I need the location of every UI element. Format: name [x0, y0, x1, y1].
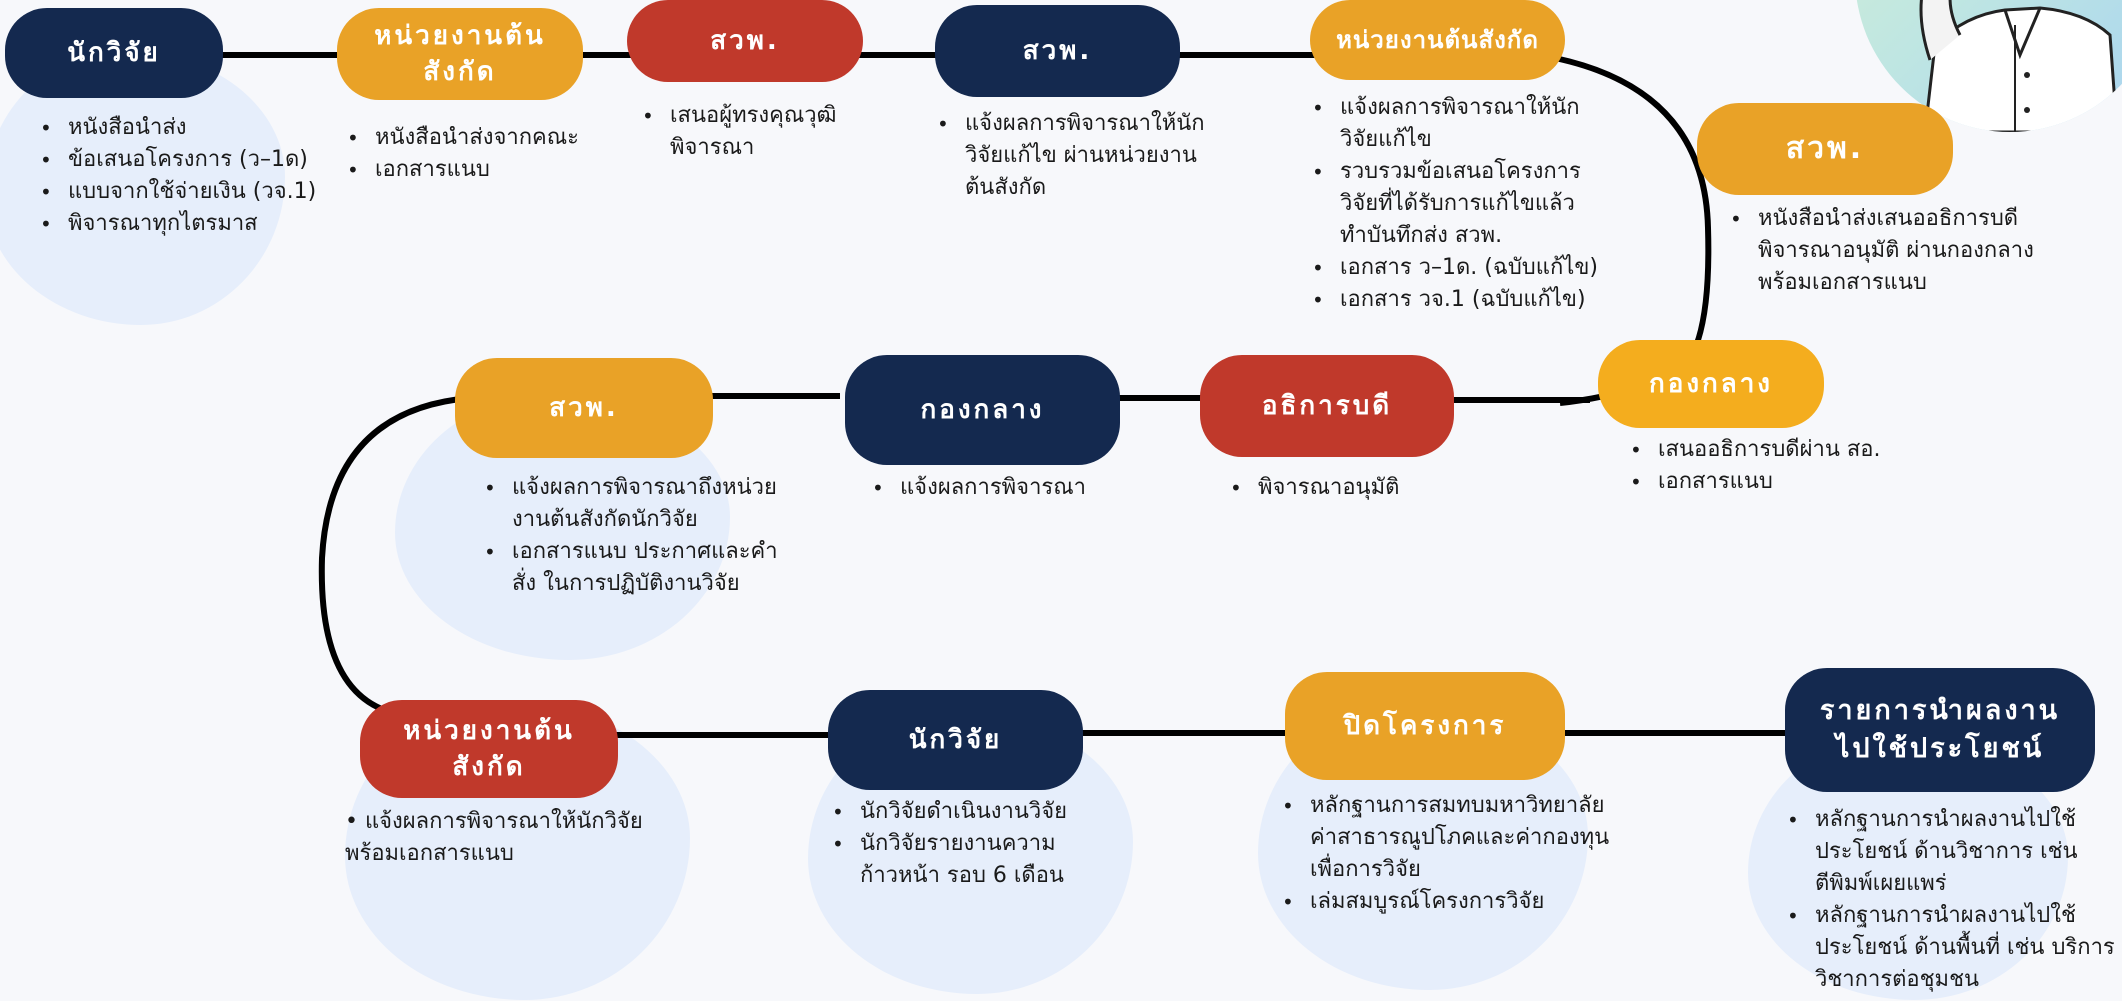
step-2-affiliation-pill: หน่วยงานต้น สังกัด	[337, 8, 583, 100]
list-item: นักวิจัยดำเนินงานวิจัย	[832, 796, 1142, 828]
step-4-list: แจ้งผลการพิจารณาให้นัก วิจัยแก้ไข ผ่านหน…	[935, 108, 1247, 204]
step-3-list: เสนอผู้ทรงคุณวุฒิ พิจารณา	[640, 100, 902, 164]
step-13-list: หลักฐานการสมทบมหาวิทยาลัย ค่าสาธารณูปโภค…	[1280, 790, 1642, 918]
step-7-central-division-pill: กองกลาง	[1598, 340, 1824, 428]
list-item: หลักฐานการสมทบมหาวิทยาลัย ค่าสาธารณูปโภค…	[1282, 790, 1642, 886]
list-item: พิจารณาอนุมัติ	[1230, 472, 1480, 504]
list-item: เล่มสมบูรณ์โครงการวิจัย	[1282, 886, 1642, 918]
step-12-list: นักวิจัยดำเนินงานวิจัย นักวิจัยรายงานควา…	[830, 796, 1142, 892]
step-11-text: • แจ้งผลการพิจารณาให้นักวิจัย พร้อมเอกสา…	[345, 809, 643, 866]
step-10-list: แจ้งผลการพิจารณาถึงหน่วย งานต้นสังกัดนัก…	[482, 472, 824, 600]
step-5-affiliation-pill: หน่วยงานต้นสังกัด	[1310, 0, 1565, 80]
step-9-central-division-pill: กองกลาง	[845, 355, 1120, 465]
list-item: แบบจากใช้จ่ายเงิน (วจ.1)	[40, 176, 330, 208]
list-item: พิจารณาทุกไตรมาส	[40, 208, 330, 240]
step-3-research-office-pill: สวพ.	[627, 0, 863, 82]
list-item: หนังสือนำส่งเสนออธิการบดี พิจารณาอนุมัติ…	[1730, 203, 2090, 299]
list-item: เสนอผู้ทรงคุณวุฒิ พิจารณา	[642, 100, 902, 164]
person-icon	[1919, 0, 2119, 132]
list-item: หลักฐานการนำผลงานไปใช้ ประโยชน์ ด้านพื้น…	[1787, 900, 2122, 996]
list-item: เอกสาร วจ.1 (ฉบับแก้ไข)	[1312, 284, 1632, 316]
list-item: เอกสารแนบ ประกาศและคำ สั่ง ในการปฏิบัติง…	[484, 536, 824, 600]
step-14-utilization-pill: รายการนำผลงาน ไปใช้ประโยชน์	[1785, 668, 2095, 792]
step-8-list: พิจารณาอนุมัติ	[1228, 472, 1480, 504]
list-item: เสนออธิการบดีผ่าน สอ.	[1630, 434, 1950, 466]
step-1-researcher-pill: นักวิจัย	[5, 8, 223, 98]
list-item: แจ้งผลการพิจารณาให้นัก วิจัยแก้ไข ผ่านหน…	[937, 108, 1247, 204]
step-6-research-office-pill: สวพ.	[1697, 103, 1953, 195]
step-10-research-office-pill: สวพ.	[455, 358, 713, 458]
step-11-affiliation-pill: หน่วยงานต้น สังกัด	[360, 700, 618, 798]
step-7-list: เสนออธิการบดีผ่าน สอ. เอกสารแนบ	[1628, 434, 1950, 498]
step-1-list: หนังสือนำส่ง ข้อเสนอโครงการ (ว–1ด) แบบจา…	[38, 112, 330, 240]
list-item: หลักฐานการนำผลงานไปใช้ ประโยชน์ ด้านวิชา…	[1787, 804, 2122, 900]
list-item: หนังสือนำส่งจากคณะ	[347, 122, 637, 154]
step-8-president-pill: อธิการบดี	[1200, 355, 1454, 457]
list-item: แจ้งผลการพิจารณา	[872, 472, 1152, 504]
list-item: รวบรวมข้อเสนอโครงการ วิจัยที่ได้รับการแก…	[1312, 156, 1632, 252]
step-4-research-office-pill: สวพ.	[935, 5, 1180, 97]
list-item: เอกสาร ว–1ด. (ฉบับแก้ไข)	[1312, 252, 1632, 284]
list-item: ข้อเสนอโครงการ (ว–1ด)	[40, 144, 330, 176]
step-13-close-project-pill: ปิดโครงการ	[1285, 672, 1565, 780]
list-item: นักวิจัยรายงานความ ก้าวหน้า รอบ 6 เดือน	[832, 828, 1142, 892]
list-item: แจ้งผลการพิจารณาถึงหน่วย งานต้นสังกัดนัก…	[484, 472, 824, 536]
step-2-list: หนังสือนำส่งจากคณะ เอกสารแนบ	[345, 122, 637, 186]
list-item: แจ้งผลการพิจารณาให้นัก วิจัยแก้ไข	[1312, 92, 1632, 156]
step-6-list: หนังสือนำส่งเสนออธิการบดี พิจารณาอนุมัติ…	[1728, 203, 2090, 299]
list-item: เอกสารแนบ	[1630, 466, 1950, 498]
list-item: เอกสารแนบ	[347, 154, 637, 186]
step-12-researcher-pill: นักวิจัย	[828, 690, 1083, 790]
step-9-list: แจ้งผลการพิจารณา	[870, 472, 1152, 504]
list-item: หนังสือนำส่ง	[40, 112, 330, 144]
step-5-list: แจ้งผลการพิจารณาให้นัก วิจัยแก้ไข รวบรวม…	[1310, 92, 1632, 316]
step-14-list: หลักฐานการนำผลงานไปใช้ ประโยชน์ ด้านวิชา…	[1785, 804, 2122, 996]
